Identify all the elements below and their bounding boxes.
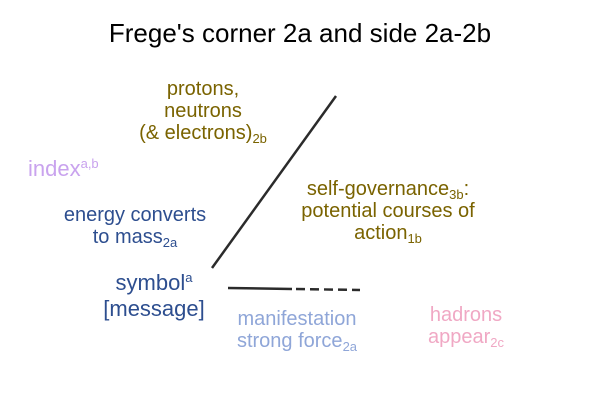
manifestation-label: manifestation strong force2a (236, 308, 358, 354)
protons-label: protons, neutrons (& electrons)2b (139, 78, 267, 146)
symbol-label: symbola [message] (103, 270, 205, 321)
energy-label: energy converts to mass2a (63, 204, 207, 250)
index-label: indexa,b (28, 156, 99, 181)
horizontal-dashed-line (295, 287, 361, 292)
horizontal-solid-line (227, 286, 293, 291)
diagonal-line (210, 95, 338, 269)
diagram-title: Frege's corner 2a and side 2a-2b (108, 18, 492, 48)
hadrons-label: hadrons appear2c (427, 304, 504, 350)
self-governance-label: self-governance3b: potential courses of … (301, 178, 475, 246)
